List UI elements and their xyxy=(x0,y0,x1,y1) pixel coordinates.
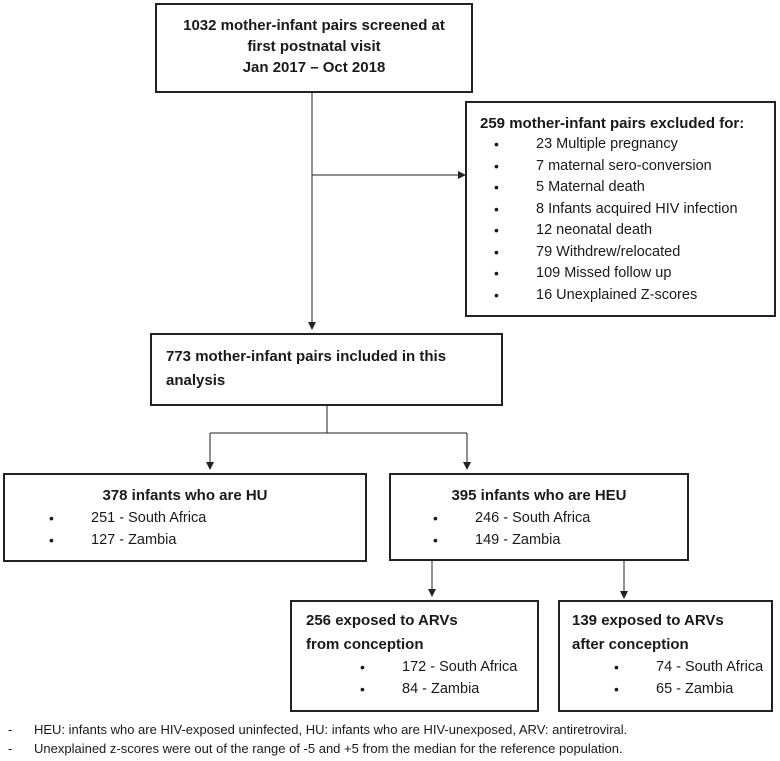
excluded-box: 259 mother-infant pairs excluded for: 23… xyxy=(465,101,776,317)
list-item: 16 Unexplained Z-scores xyxy=(494,285,774,307)
list-item: 65 - Zambia xyxy=(614,679,771,701)
screened-line-2: first postnatal visit xyxy=(247,38,381,55)
footnote-dash: - xyxy=(8,741,13,756)
after-conception-line-2: after conception xyxy=(572,636,689,653)
list-item: 109 Missed follow up xyxy=(494,263,774,285)
hu-box: 378 infants who are HU 251 - South Afric… xyxy=(3,473,367,562)
heu-list: 246 - South Africa 149 - Zambia xyxy=(433,508,687,552)
included-line-2: analysis xyxy=(166,372,226,389)
included-line-1: 773 mother-infant pairs included in this xyxy=(166,348,447,365)
excluded-title: 259 mother-infant pairs excluded for: xyxy=(480,115,745,132)
from-conception-line-1: 256 exposed to ARVs xyxy=(306,612,458,629)
footnote-1: - HEU: infants who are HIV-exposed uninfe… xyxy=(8,721,627,739)
list-item: 7 maternal sero-conversion xyxy=(494,156,774,178)
heu-box: 395 infants who are HEU 246 - South Afri… xyxy=(389,473,689,561)
from-conception-list: 172 - South Africa 84 - Zambia xyxy=(360,657,537,701)
after-conception-line-1: 139 exposed to ARVs xyxy=(572,612,724,629)
list-item: 127 - Zambia xyxy=(49,530,365,552)
heu-title: 395 infants who are HEU xyxy=(451,487,627,504)
screened-box: 1032 mother-infant pairs screened at fir… xyxy=(155,3,473,93)
list-item: 246 - South Africa xyxy=(433,508,687,530)
included-box: 773 mother-infant pairs included in this… xyxy=(150,333,503,406)
list-item: 74 - South Africa xyxy=(614,657,771,679)
from-conception-line-2: from conception xyxy=(306,636,424,653)
footnote-dash: - xyxy=(8,722,13,737)
list-item: 12 neonatal death xyxy=(494,220,774,242)
screened-line-1: 1032 mother-infant pairs screened at xyxy=(183,17,445,34)
after-conception-box: 139 exposed to ARVs after conception 74 … xyxy=(558,600,773,712)
list-item: 251 - South Africa xyxy=(49,508,365,530)
from-conception-box: 256 exposed to ARVs from conception 172 … xyxy=(290,600,539,712)
footnote-text: HEU: infants who are HIV-exposed uninfec… xyxy=(34,722,628,737)
footnote-text: Unexplained z-scores were out of the ran… xyxy=(34,741,623,756)
footnote-2: - Unexplained z-scores were out of the ra… xyxy=(8,740,623,758)
screened-line-3: Jan 2017 – Oct 2018 xyxy=(242,59,386,76)
list-item: 23 Multiple pregnancy xyxy=(494,134,774,156)
hu-title: 378 infants who are HU xyxy=(102,487,268,504)
list-item: 79 Withdrew/relocated xyxy=(494,242,774,264)
list-item: 5 Maternal death xyxy=(494,177,774,199)
list-item: 149 - Zambia xyxy=(433,530,687,552)
list-item: 84 - Zambia xyxy=(360,679,537,701)
list-item: 172 - South Africa xyxy=(360,657,537,679)
after-conception-list: 74 - South Africa 65 - Zambia xyxy=(614,657,771,701)
hu-list: 251 - South Africa 127 - Zambia xyxy=(49,508,365,552)
excluded-list: 23 Multiple pregnancy 7 maternal sero-co… xyxy=(494,134,774,307)
list-item: 8 Infants acquired HIV infection xyxy=(494,199,774,221)
